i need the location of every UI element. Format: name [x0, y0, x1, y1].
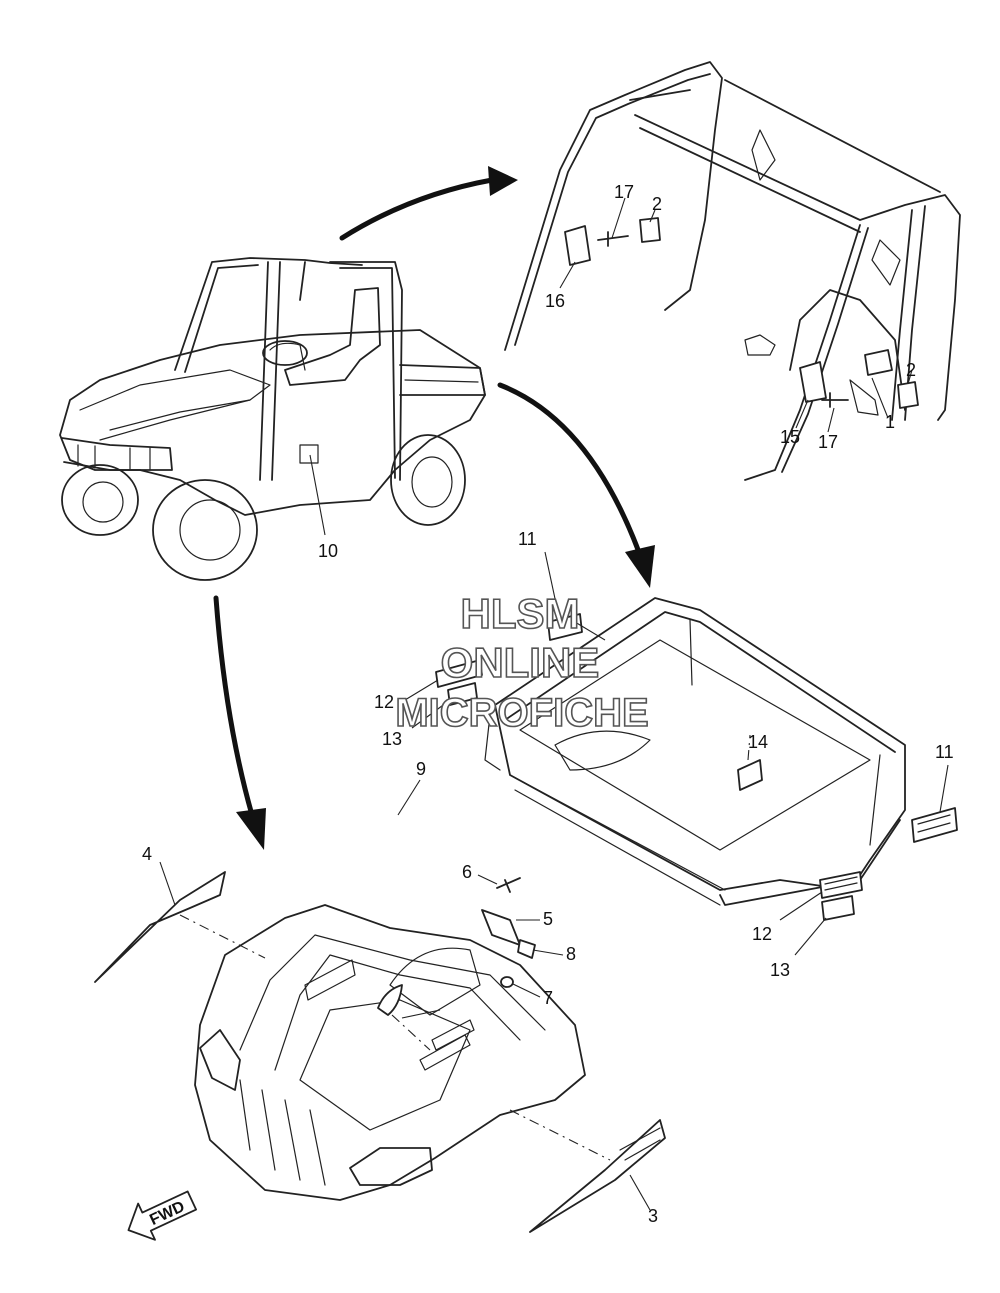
watermark: HLSM ONLINE MICROFICHE [395, 589, 650, 736]
arrow-to-cargo-bed [497, 382, 643, 558]
callout-11-left: 11 [518, 529, 537, 549]
cargo-bed-illustration [404, 551, 958, 956]
part-5-plate [481, 909, 521, 946]
callout-17-upper: 17 [614, 182, 634, 202]
callout-13-left: 13 [382, 729, 402, 749]
arrow-to-roll-cage [339, 177, 495, 241]
part-9-cap [377, 984, 403, 1016]
part-1-label [864, 349, 893, 376]
part-14-label [737, 759, 763, 791]
callout-2-upper: 2 [652, 194, 662, 214]
callout-17-lower: 17 [818, 432, 838, 452]
callout-7: 7 [543, 988, 553, 1008]
front-hood-illustration [94, 779, 666, 1233]
roll-cage-illustration [504, 61, 961, 481]
rear-wheel [390, 434, 466, 526]
callout-15: 15 [780, 427, 800, 447]
fwd-direction-indicator: FWD [127, 1190, 198, 1241]
callout-8: 8 [566, 944, 576, 964]
front-wheel [152, 479, 258, 581]
part-12-label-right [819, 871, 863, 899]
callout-13-right: 13 [770, 960, 790, 980]
vehicle-overview-illustration [59, 257, 486, 581]
front-left-wheel [61, 464, 139, 536]
part-17-bolt-lower [821, 392, 849, 408]
callout-12-left: 12 [374, 692, 394, 712]
part-2-label-lower [897, 381, 919, 409]
callout-16: 16 [545, 291, 565, 311]
fwd-arrow-shape [127, 1190, 198, 1241]
direction-arrows [213, 166, 655, 850]
part-11-label-left [547, 613, 583, 641]
callout-9: 9 [416, 759, 426, 779]
part-16-bracket [564, 225, 591, 266]
part-12-label-left [435, 659, 483, 688]
part-15-bracket [799, 361, 827, 403]
left-headlight [199, 1029, 241, 1091]
part-8-clip [517, 939, 536, 959]
callout-2-lower: 2 [906, 360, 916, 380]
part-4-decal-stripe [94, 871, 226, 983]
callout-3: 3 [648, 1206, 658, 1226]
callout-1: 1 [885, 412, 895, 432]
callout-numbers: 17 2 16 2 15 17 1 10 11 12 13 14 11 9 4 … [142, 182, 954, 1226]
part-7-washer [500, 976, 514, 988]
part-13-label-right [821, 895, 855, 921]
part-17-bolt-upper [597, 231, 629, 247]
watermark-line-1: HLSM [461, 590, 580, 637]
part-2-label-upper [639, 217, 661, 243]
part-6-rivet [496, 877, 521, 893]
watermark-line-3: MICROFICHE [395, 691, 648, 735]
callout-10: 10 [318, 541, 338, 561]
callout-12-right: 12 [752, 924, 772, 944]
callout-11-right: 11 [935, 742, 954, 762]
callout-6: 6 [462, 862, 472, 882]
arrow-to-hood [213, 595, 255, 818]
callout-4: 4 [142, 844, 152, 864]
watermark-line-2: ONLINE [441, 639, 600, 686]
callout-5: 5 [543, 909, 553, 929]
part-11-label-right [911, 807, 958, 843]
right-headlight [349, 1147, 433, 1186]
callout-14: 14 [748, 732, 768, 752]
part-3-decal-stripe [529, 1119, 666, 1233]
